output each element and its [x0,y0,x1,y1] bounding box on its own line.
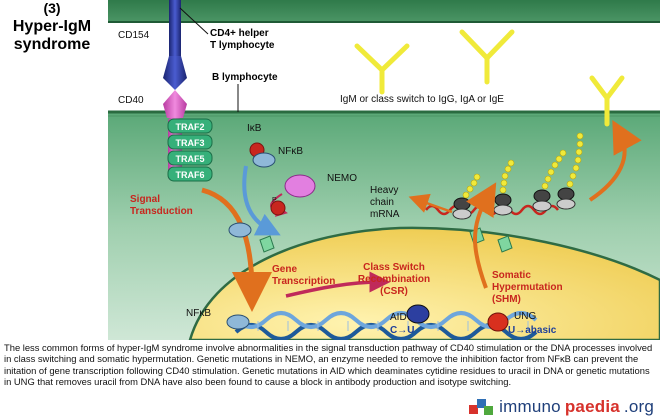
mrna-arrow-left [408,193,453,214]
cd154-stem [169,0,181,56]
traf3-label: TRAF3 [176,138,205,148]
secretion-arrow [588,119,642,202]
signal-label-1: Signal [130,194,160,205]
traf2-label: TRAF2 [176,122,205,132]
gene-transcription-label-2: Transcription [272,276,335,287]
cd40-head [163,90,187,118]
cd40-label: CD40 [118,95,144,106]
export-arrow [466,182,497,289]
traf6-box [167,166,213,182]
nemo-protein [284,174,316,198]
title-line-2: Hyper-IgM [13,18,91,35]
shm-label-1: Somatic [492,270,531,281]
traf3-box [167,134,213,150]
shm-label-2: Hypermutation [492,282,563,293]
cd4-label-1: CD4+ helper [210,28,269,39]
nfkb-top-label: NFκB [278,146,303,157]
logo-text-paedia: paedia [564,397,620,416]
b-lymphocyte-label: B lymphocyte [212,72,278,83]
signal-label-2: Transduction [130,206,193,217]
logo-text-org: .org [623,397,654,416]
p-label: P [272,197,277,204]
ung-enzyme [487,312,509,332]
gene-transcription-label-1: Gene [272,264,297,275]
nfkb-bound-dna [226,314,250,330]
nuclear-pore-1 [259,235,275,253]
cd154-label: CD154 [118,30,150,41]
antibody-label: IgM or class switch to IgG, IgA or IgE [340,94,504,105]
nucleus [188,226,660,340]
ribosome-2 [493,193,513,216]
nuclear-pore-3 [497,235,513,253]
nascent-chain-2 [499,159,515,194]
heavy-chain-label-3: mRNA [370,209,400,220]
traf6-label: TRAF6 [176,170,205,180]
cd154-head [163,56,187,90]
diagram-canvas: (3) Hyper-IgM syndrome CD154 CD4+ helper… [12,0,660,340]
ribosome-4 [556,187,576,210]
nfkb-bottom-label: NFκB [186,308,211,319]
logo-cubes-icon [469,399,494,415]
figure-caption: The less common forms of hyper-IgM syndr… [4,342,653,388]
title-line-1: (3) [43,0,60,16]
antibody-3 [589,75,625,127]
csr-label-2: Recombination [358,274,430,285]
nemo-label: NEMO [327,173,357,184]
ikb-label: IκB [247,123,262,134]
traf5-label: TRAF5 [176,154,205,164]
traf5-box [167,150,213,166]
traf2-box [167,118,213,134]
c-to-u-label: C→U [390,325,414,336]
ung-label: UNG [514,311,536,322]
ribosome-3 [532,189,552,212]
aid-enzyme [406,304,430,324]
heavy-chain-label-2: chain [370,197,394,208]
nfkb-transit [228,222,252,238]
logo-text-immuno: immuno [499,397,561,416]
csr-label-3: (CSR) [380,286,408,297]
nascent-chain-4 [566,132,584,188]
antibody-1 [354,43,410,95]
title-line-3: syndrome [14,36,91,53]
dna-strand-b [234,311,538,329]
t-cell-region [108,0,660,22]
nascent-chain-3 [541,149,567,190]
nfkb-release-arrow [242,165,281,236]
traf-stack: TRAF2 TRAF3 TRAF5 TRAF6 [167,118,213,182]
antibody-2 [459,29,515,85]
heavy-chain-label-1: Heavy [370,185,398,196]
nfkb-protein-top [252,152,276,168]
shm-label-3: (SHM) [492,294,521,305]
aid-label: AID [390,312,407,323]
transcription-arrow [285,271,391,298]
cd4-pointer [179,7,209,35]
u-to-abasic-label: U→abasic [508,325,557,336]
cd4-label-2: T lymphocyte [210,40,275,51]
csr-label-1: Class Switch [363,262,425,273]
